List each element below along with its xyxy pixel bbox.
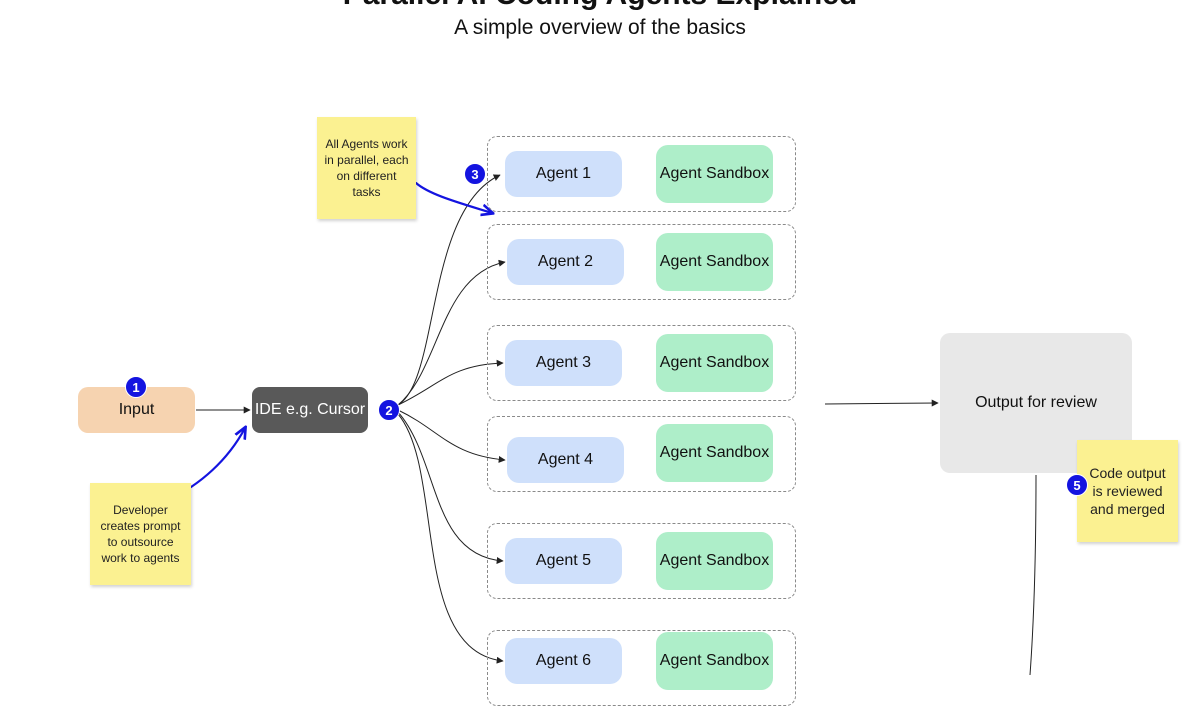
connector-ide-agent4 [397, 409, 506, 463]
agent-4-sandbox[interactable]: Agent Sandbox [656, 424, 773, 482]
connector-ide-agent3 [397, 359, 504, 406]
agent-group-4 [487, 416, 796, 492]
sticky-note-developer: Developer creates prompt to outsource wo… [90, 483, 191, 585]
agent-3-node[interactable]: Agent 3 [505, 340, 622, 386]
annotation-arrow-parallel [414, 181, 492, 213]
agent-2-node[interactable]: Agent 2 [507, 239, 624, 285]
agent-1-node[interactable]: Agent 1 [505, 151, 622, 197]
connector-ide-agent1 [397, 174, 501, 406]
agent-5-node[interactable]: Agent 5 [505, 538, 622, 584]
agent-5-sandbox[interactable]: Agent Sandbox [656, 532, 773, 590]
agent-6-sandbox[interactable]: Agent Sandbox [656, 632, 773, 690]
step-badge-2: 2 [378, 399, 400, 421]
agent-4-node[interactable]: Agent 4 [507, 437, 624, 483]
connector-ide-agent6 [397, 413, 504, 664]
agent-group-5 [487, 523, 796, 599]
diagram-title: Parallel AI Coding Agents Explained [0, 0, 1200, 12]
agent-group-2 [487, 224, 796, 300]
diagram-subtitle: A simple overview of the basics [454, 16, 746, 39]
step-badge-3: 3 [464, 163, 486, 185]
agent-group-3 [487, 325, 796, 401]
agent-1-sandbox[interactable]: Agent Sandbox [656, 145, 773, 203]
agent-group-1 [487, 136, 796, 212]
input-node[interactable]: Input [78, 387, 195, 433]
connector-to-output [824, 399, 939, 407]
connector-output-down [1029, 474, 1037, 675]
sticky-note-review: Code output is reviewed and merged [1077, 440, 1178, 542]
agent-2-sandbox[interactable]: Agent Sandbox [656, 233, 773, 291]
agent-3-sandbox[interactable]: Agent Sandbox [656, 334, 773, 392]
step-badge-5: 5 [1066, 474, 1088, 496]
sticky-note-parallel: All Agents work in parallel, each on dif… [317, 117, 416, 219]
step-badge-1: 1 [125, 376, 147, 398]
connector-ide-agent2 [397, 259, 506, 406]
agent-6-node[interactable]: Agent 6 [505, 638, 622, 684]
connector-ide-agent5 [397, 411, 504, 564]
ide-node[interactable]: IDE e.g. Cursor [252, 387, 368, 433]
